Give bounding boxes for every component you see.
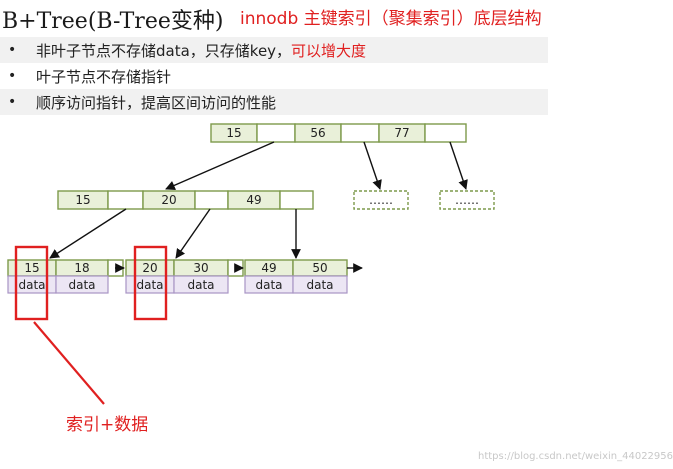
bullet-text: 叶子节点不存储指针 [36, 67, 172, 86]
bplus-tree-diagram: 15 56 77 …… …… 15 20 49 15 18 data [7, 123, 495, 405]
collapsed-label: …… [369, 193, 393, 207]
caption-label: 索引+数据 [66, 415, 149, 435]
leaf-node: 49 50 data data [244, 259, 348, 294]
pointer-arrow [49, 208, 127, 259]
leaf-node: 20 30 data data [125, 259, 244, 294]
leaf-data-cell [292, 275, 348, 294]
bullet-marker: • [8, 42, 17, 58]
bullet-list: • 非叶子节点不存储data，只存储key，可以增大度 • 叶子节点不存储指针 … [0, 37, 548, 115]
root-node: 15 56 77 [210, 123, 467, 143]
collapsed-node: …… [353, 190, 409, 210]
bullet-marker: • [8, 68, 17, 84]
leaf-key: 18 [74, 261, 89, 275]
collapsed-node-box [353, 190, 409, 210]
internal-pointer-cell [194, 190, 229, 210]
leaf-data: data [187, 278, 214, 292]
pointer-arrow [449, 141, 468, 190]
bullet-text: 顺序访问指针，提高区间访问的性能 [36, 93, 277, 112]
bullet-item: • 叶子节点不存储指针 [0, 63, 548, 89]
internal-node: 15 20 49 [57, 190, 314, 210]
leaf-key: 50 [312, 261, 327, 275]
collapsed-node: …… [439, 190, 495, 210]
index-data-highlight-box [14, 245, 49, 321]
pointer-arrow [175, 208, 211, 259]
internal-key: 49 [246, 193, 261, 207]
leaf-key: 15 [24, 261, 39, 275]
title-main: B+Tree(B-Tree变种) [2, 9, 224, 34]
leaf-key: 20 [142, 261, 157, 275]
bullet-item: • 非叶子节点不存储data，只存储key，可以增大度 [0, 37, 548, 63]
leaf-data: data [306, 278, 333, 292]
internal-pointer-cell [279, 190, 314, 210]
internal-key: 20 [161, 193, 176, 207]
internal-key: 15 [75, 193, 90, 207]
leaf-data: data [68, 278, 95, 292]
leaf-data: data [18, 278, 45, 292]
leaf-key: 49 [261, 261, 276, 275]
bullet-item: • 顺序访问指针，提高区间访问的性能 [0, 89, 548, 115]
root-key: 77 [394, 126, 409, 140]
leaf-node: 15 18 data data [7, 259, 124, 294]
root-pointer-cell [256, 123, 296, 143]
caption-connector-line [33, 321, 105, 405]
leaf-data: data [136, 278, 163, 292]
leaf-key: 30 [193, 261, 208, 275]
root-pointer-cell [340, 123, 380, 143]
pointer-arrow [363, 141, 382, 190]
leaf-data: data [255, 278, 282, 292]
collapsed-node-box [439, 190, 495, 210]
bullet-marker: • [8, 94, 17, 110]
leaf-data-cell [173, 275, 229, 294]
collapsed-label: …… [455, 193, 479, 207]
internal-pointer-cell [107, 190, 144, 210]
pointer-arrow [165, 141, 275, 190]
root-key: 15 [226, 126, 241, 140]
title-sub: innodb 主键索引（聚集索引）底层结构 [240, 9, 542, 29]
index-data-highlight-box [133, 245, 168, 321]
bullet-highlight: 可以增大度 [291, 41, 367, 60]
root-pointer-cell [424, 123, 467, 143]
root-key: 56 [310, 126, 325, 140]
leaf-data-cell [55, 275, 109, 294]
bullet-text: 非叶子节点不存储data，只存储key， [36, 41, 292, 60]
watermark: https://blog.csdn.net/weixin_44022956 [478, 451, 673, 462]
